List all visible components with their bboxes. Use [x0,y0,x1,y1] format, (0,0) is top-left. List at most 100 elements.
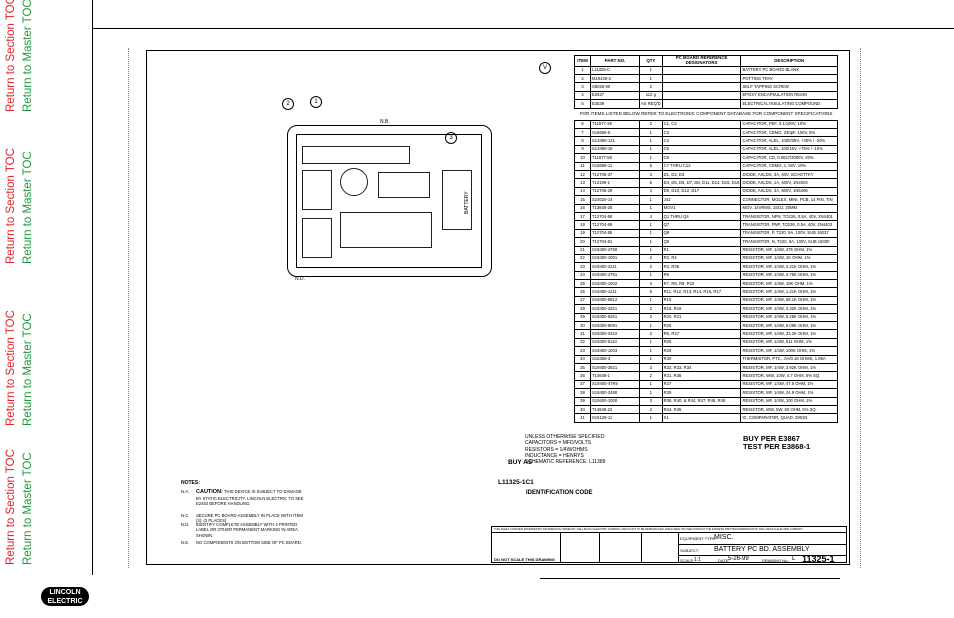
ref-cell: C5 [661,144,742,155]
scale-value: 1:1 [694,557,701,563]
qty-cell: 1 [639,237,663,247]
return-to-master-toc-link-4[interactable]: Return to Master TOC [22,452,34,565]
description-cell: RESISTOR, MF, 1/4W, 3.32K OHM, 1% [740,304,838,314]
header-ref-designators: PC BOARD REFERENCE DESIGNATORS [661,55,742,67]
ref-cell: MOV1 [661,203,742,213]
return-to-master-toc-link-1[interactable]: Return to Master TOC [22,0,34,112]
part-no-cell: L11325-C [590,65,640,76]
qty-cell: 1 [639,65,663,76]
return-to-section-toc-link-3[interactable]: Return to Section TOC [5,310,17,426]
item-cell: 2 [574,74,591,84]
qty-cell: 6 [639,287,663,297]
qty-cell: 1 [639,413,663,423]
identification-code: IDENTIFICATION CODE [526,490,593,496]
qty-cell: 1 [639,136,663,146]
part-no-cell: S19400-3321 [590,304,640,314]
part-no-cell: T12704-69 [590,220,640,230]
qty-cell: 2 [639,329,663,339]
part-no-cell: S19400-1003 [590,346,640,356]
item-cell: 40 [574,404,591,415]
description-cell: RESISTOR, MF, 1/4W, 47.5 OHM, 1% [740,379,838,390]
description-cell: RESISTOR, MF, 1/4W, 100K OHM, 1% [740,346,838,356]
ref-cell: R2, R4 [661,253,742,264]
note-text: THIS DEVICE IS SUBJECT TO DAMAGE BY STAT… [196,489,304,507]
item-cell: 30 [574,320,591,331]
description-cell: RESISTOR, MF, 1/4W, 24.9 OHM, 1% [740,388,838,398]
parts-list-table: ITEM PART NO. QTY PC BOARD REFERENCE DES… [574,55,838,423]
scale-label: SCALE: [680,558,695,563]
qty-cell: 2 [639,262,663,272]
pc-board-tray [296,134,482,268]
item-cell: 13 [574,178,591,188]
label-nb: N.B. [380,119,390,125]
ref-cell: R30 [661,354,742,364]
header-qty: QTY [639,55,663,67]
return-to-section-toc-link-4[interactable]: Return to Section TOC [5,449,17,565]
qty-cell: 1 [639,153,663,163]
qty-cell: 3 [639,396,663,406]
item-cell: 25 [574,279,591,289]
part-no-cell: T12199-1 [590,178,640,188]
part-no-cell: S19400-1000 [590,396,640,406]
ref-cell: R15 [661,295,742,306]
return-to-master-toc-link-3[interactable]: Return to Master TOC [22,313,34,426]
qty-cell: 1 [639,128,663,138]
item-cell: 32 [574,337,591,348]
qty-cell: 112 g [639,90,663,101]
ref-cell [661,82,742,92]
drawing-no-label: DRAWING No.: [762,558,790,563]
qty-cell: 3 [639,362,663,373]
subject-label: SUBJECT: [680,548,699,553]
description-cell: ELECTRICAL INSULATING COMPOUND [740,99,838,109]
qty-cell: AS REQ'D [639,99,663,109]
drawing-sheet [146,50,850,565]
spec-note-2: CAPACITORS = MFD/VOLTS [525,440,591,447]
qty-cell: 1 [639,220,663,230]
item-cell: 7 [574,128,591,138]
lincoln-electric-logo: LINCOLN ELECTRIC [41,587,89,606]
return-to-section-toc-link-2[interactable]: Return to Section TOC [5,148,17,264]
ref-cell: R1 [661,245,742,255]
part-no-cell: S19400-4751 [590,270,640,281]
note-tag: N.E. [181,540,190,545]
ref-cell: R38, R40, & R44, R47, R48, R49 [661,396,742,406]
ref-cell: R6 [661,270,742,281]
item-cell: 4 [574,90,591,101]
description-cell: DIODE, AXLDS, 1A, 400V, 1N4004 [740,178,838,188]
qty-cell: 1 [639,354,663,364]
return-to-master-toc-link-2[interactable]: Return to Master TOC [22,151,34,264]
buy-as-label: BUY AS [508,459,533,466]
item-cell: 28 [574,304,591,314]
description-cell: RESISTOR, MF, 1/4W, 475 OHM, 1% [740,245,838,255]
date-label: DATE: [718,558,730,563]
description-cell: CAPACITOR, CEMO, 330pF, 100V, 5% [740,128,838,138]
header-item: ITEM [574,55,591,67]
drawing-number: 11325-1 [802,554,835,564]
qty-cell: 2 [639,312,663,323]
part-no-cell: S19400-1211 [590,287,640,297]
part-no-cell: S19400-3921 [590,362,640,373]
ref-cell: J43 [661,195,742,205]
description-cell: SELF TAPPING SCREW [740,82,838,92]
parts-note: FOR ITEMS LISTED BELOW REFER TO ELECTRON… [579,110,833,116]
description-cell: EPOXY ENCAPSULATION RESIN [740,90,838,101]
part-no-cell: S19400-5110 [590,337,640,348]
qty-cell: 4 [639,186,663,197]
item-cell: 35 [574,362,591,373]
balloon-1: 1 [310,96,322,108]
description-cell: RESISTOR, MF, 1/4W, 1.21K OHM, 1% [740,287,838,297]
qty-cell: 4 [639,211,663,222]
return-to-section-toc-link-1[interactable]: Return to Section TOC [5,0,17,112]
